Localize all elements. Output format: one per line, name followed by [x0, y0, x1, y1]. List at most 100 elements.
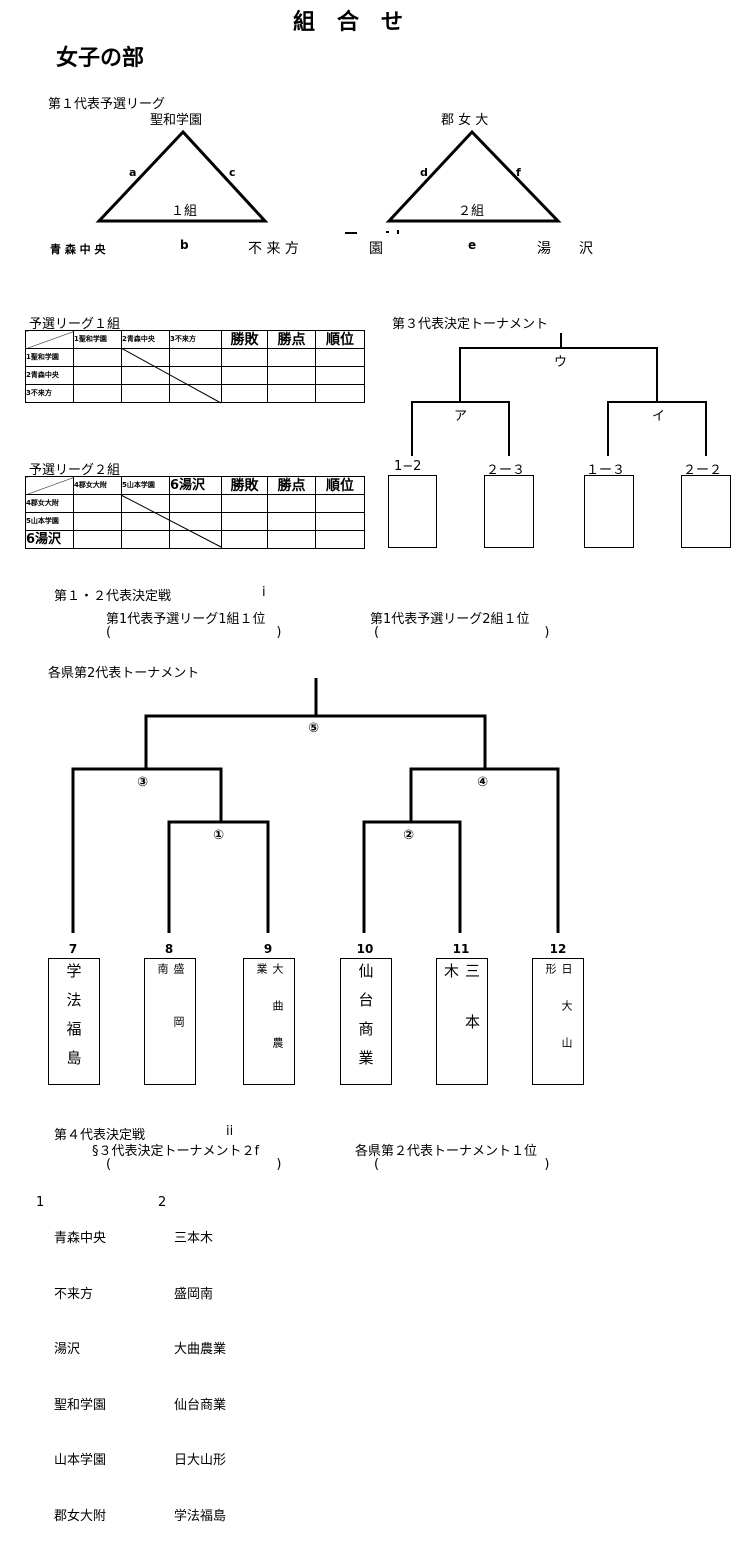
round-label: ④: [477, 775, 489, 790]
list-item: 学法福島: [174, 1508, 227, 1524]
list-item: 三本木: [174, 1231, 214, 1246]
table1-row-team: 2青森中央: [25, 366, 74, 385]
table2-col-team: 5山本学園: [121, 476, 170, 495]
decider4-left: §３代表決定トーナメント２f: [92, 1144, 260, 1159]
list-item: 青森中央: [54, 1231, 107, 1246]
round-label: ⑤: [308, 721, 320, 736]
table1-row-team: 1聖和学園: [25, 348, 74, 367]
league-heading: 第１代表予選リーグ: [48, 97, 166, 112]
table1: 1聖和学園 2青森中央 3不来方 勝敗 勝点 順位 1聖和学園 2青森中央 3不…: [25, 330, 365, 403]
table2-col-team: 4郡女大附: [73, 476, 122, 495]
table2-col-team: 6湯沢: [169, 476, 222, 495]
table1-title: 予選リーグ１組: [29, 317, 121, 332]
list-item: 郡女大附: [54, 1508, 107, 1524]
team-number: 7: [68, 942, 78, 956]
team-name: 大曲農業: [255, 963, 284, 1074]
table1-col-team: 2青森中央: [121, 330, 170, 349]
page-title: 組 合 せ: [293, 10, 404, 35]
round-label: ②: [403, 828, 415, 843]
team-number: 9: [263, 942, 273, 956]
table2-header: 順位: [315, 476, 365, 495]
third-semi-right-label: イ: [652, 409, 666, 424]
third-tournament-lines: [411, 333, 707, 456]
group2-top-team: 郡 女 大: [441, 113, 489, 128]
team-number: 8: [164, 942, 174, 956]
list1: 青森中央 不来方 湯沢 聖和学園 山本学園 郡女大附: [54, 1193, 106, 1545]
team-number: 11: [452, 942, 470, 956]
list-item: 聖和学園: [54, 1397, 107, 1413]
decider4-right-blank: ( ): [374, 1157, 550, 1172]
team-box: 学法福島: [48, 958, 100, 1085]
team-name: 学法福島: [64, 963, 83, 1079]
team-name: 三本木: [442, 963, 481, 1065]
table1-col-team: 1聖和学園: [73, 330, 122, 349]
third-seed: １ー３: [586, 463, 626, 478]
second-title: 各県第2代表トーナメント: [48, 666, 200, 681]
group1-label: １組: [171, 204, 198, 219]
group1-top-team: 聖和学園: [150, 113, 203, 128]
group1-right-team: 不 来 方: [248, 241, 299, 257]
team-name: 日大山形: [544, 963, 573, 1074]
decider4-title: 第４代表決定戦: [54, 1128, 146, 1143]
decider4-right: 各県第２代表トーナメント１位: [355, 1144, 538, 1159]
edge-b: b: [180, 238, 189, 252]
team-number: 12: [549, 942, 567, 956]
table2-row-team: 4郡女大附: [25, 494, 74, 513]
table1-col-team: 3不来方: [169, 330, 222, 349]
third-semi-left-label: ア: [454, 409, 468, 424]
list-item: 湯沢: [54, 1342, 81, 1357]
list-item: 仙台商業: [174, 1397, 227, 1413]
third-seed-box: [584, 475, 634, 548]
edge-e: e: [468, 238, 477, 252]
team-name: 仙台商業: [356, 963, 375, 1079]
list1-number: 1: [36, 1195, 45, 1210]
decider12-mark: i: [262, 585, 266, 600]
team-box: 盛岡南: [144, 958, 196, 1085]
team-box: 日大山形: [532, 958, 584, 1085]
league1-triangle: [95, 129, 269, 223]
edge-d: d: [420, 166, 428, 179]
list-item: 大曲農業: [174, 1342, 227, 1357]
table2-header: 勝点: [267, 476, 316, 495]
edge-a: a: [129, 166, 137, 179]
third-seed-box: [681, 475, 731, 548]
table2-row-team: 5山本学園: [25, 512, 74, 531]
table1-row-team: 3不来方: [25, 384, 74, 403]
decider12-right-blank: ( ): [374, 625, 550, 640]
third-final-label: ウ: [554, 355, 568, 370]
group2-label: ２組: [458, 204, 485, 219]
team-box: 大曲農業: [243, 958, 295, 1085]
third-title: 第３代表決定トーナメント: [392, 317, 549, 332]
table2-row-team: 6湯沢: [25, 530, 74, 549]
team-number: 10: [356, 942, 374, 956]
list-item: 山本学園: [54, 1453, 107, 1468]
bracket-lines: [71, 129, 707, 933]
list-item: 盛岡南: [174, 1286, 214, 1302]
third-seed-box: [484, 475, 534, 548]
division-title: 女子の部: [56, 46, 145, 71]
list-item: 不来方: [54, 1286, 94, 1302]
decider12-title: 第１・２代表決定戦: [54, 589, 172, 604]
league2-triangle: [385, 129, 562, 223]
decider12-left: 第1代表予選リーグ1組１位: [106, 612, 266, 627]
team-name: 盛岡南: [156, 963, 185, 1069]
table2: 4郡女大附 5山本学園 6湯沢 勝敗 勝点 順位 4郡女大附 5山本学園 6湯沢: [25, 476, 365, 549]
third-seed: ２ー３: [486, 463, 526, 478]
table1-header: 勝敗: [221, 330, 268, 349]
table1-header: 勝点: [267, 330, 316, 349]
team-box: 仙台商業: [340, 958, 392, 1085]
decider4-mark: ii: [226, 1124, 234, 1139]
group1-left-team: 青 森 中 央: [50, 243, 106, 256]
round-label: ①: [213, 828, 225, 843]
decider12-right: 第1代表予選リーグ2組１位: [370, 612, 530, 627]
list2: 三本木 盛岡南 大曲農業 仙台商業 日大山形 学法福島: [174, 1193, 226, 1545]
list-item: 日大山形: [174, 1453, 227, 1468]
group2-left-team: 園: [369, 241, 383, 257]
third-seed: 1−2: [394, 459, 422, 474]
team-box: 三本木: [436, 958, 488, 1085]
list2-number: 2: [158, 1195, 167, 1210]
edge-c: c: [229, 166, 236, 179]
edge-f: f: [516, 166, 521, 179]
decider12-left-blank: ( ): [106, 625, 282, 640]
table2-title: 予選リーグ２組: [29, 463, 121, 478]
